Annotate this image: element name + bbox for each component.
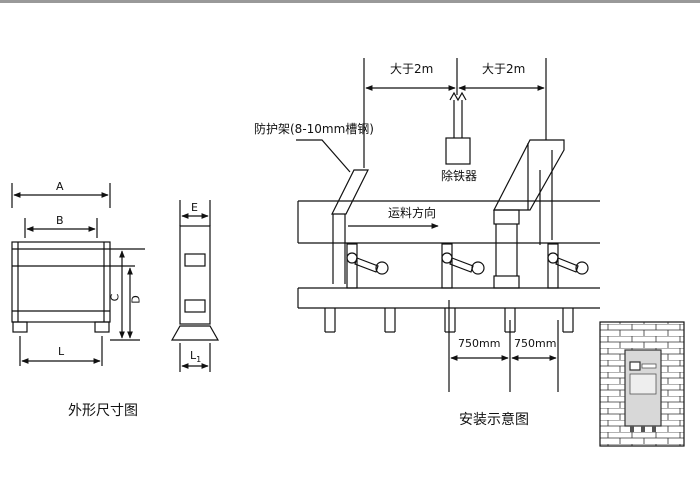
dim-e-label: E	[191, 201, 198, 214]
outline-caption: 外形尺寸图	[68, 403, 138, 419]
control-box-wall	[599, 321, 685, 447]
spacing-right-label: 750mm	[514, 337, 557, 350]
installation-view	[296, 58, 600, 392]
separator-label: 除铁器	[441, 169, 478, 183]
distance-left-label: 大于2m	[390, 62, 434, 76]
front-view	[11, 183, 145, 366]
dim-a-label: A	[56, 180, 64, 193]
distance-right-label: 大于2m	[482, 62, 526, 76]
dim-d-label: D	[129, 295, 143, 304]
dim-l-label: L	[58, 345, 65, 358]
dim-l1-label: L1	[190, 349, 202, 365]
side-view	[170, 200, 220, 372]
dim-b-label: B	[56, 214, 64, 227]
installation-caption: 安装示意图	[459, 412, 529, 428]
flow-direction-label: 运料方向	[388, 206, 437, 220]
guard-label: 防护架(8-10mm槽钢)	[254, 122, 374, 136]
top-border	[0, 0, 700, 3]
dim-c-label: C	[108, 293, 122, 302]
spacing-left-label: 750mm	[458, 337, 501, 350]
